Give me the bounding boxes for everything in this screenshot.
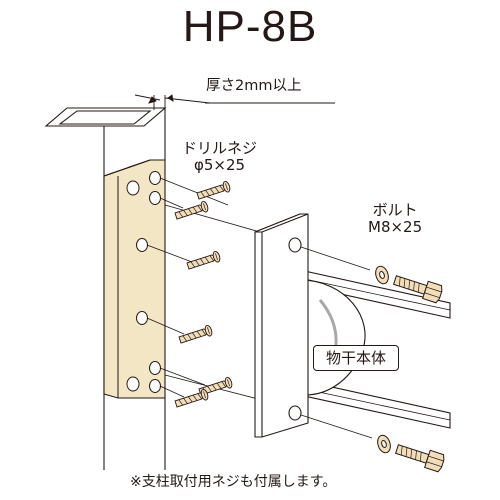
drill-screw-label: ドリルネジ φ5×25 <box>182 139 258 175</box>
plate-hole <box>126 180 140 196</box>
product-title: HP-8B <box>182 2 318 51</box>
drill-screw <box>173 200 210 222</box>
drill-screw <box>195 180 232 202</box>
bolt <box>394 444 445 473</box>
drill-screw <box>173 388 210 410</box>
plate-hole <box>149 191 161 205</box>
bolt-name: ボルト <box>372 201 418 219</box>
plate-hole <box>126 376 140 392</box>
bolt-with-washer-lower <box>377 434 445 473</box>
plate-hole <box>149 379 161 393</box>
drill-screw <box>177 324 214 346</box>
main-body-label: 物干本体 <box>313 345 399 371</box>
bolt-guide-lines <box>300 246 373 439</box>
mounting-plate <box>103 159 166 399</box>
plate-hole <box>136 238 148 252</box>
drill-screw <box>185 250 222 272</box>
plate-hole <box>149 361 161 375</box>
drill-screws <box>173 180 234 410</box>
thickness-label: 厚さ2mm以上 <box>206 78 302 94</box>
dryer-main-body <box>254 213 451 438</box>
drill-screw-size: φ5×25 <box>193 156 246 175</box>
plate-hole <box>149 171 161 185</box>
thickness-dimension <box>134 94 335 110</box>
plate-hole <box>136 311 148 325</box>
drill-screw-name: ドリルネジ <box>182 139 258 157</box>
bolt-size: M8×25 <box>368 218 423 237</box>
bolt <box>392 275 443 304</box>
post-hollow <box>58 110 152 125</box>
bolt-with-washer-upper <box>375 265 443 304</box>
footnote: ※支柱取付用ネジも付属します。 <box>130 474 337 490</box>
guide-lines <box>146 177 263 401</box>
bolt-label: ボルト M8×25 <box>368 201 423 237</box>
